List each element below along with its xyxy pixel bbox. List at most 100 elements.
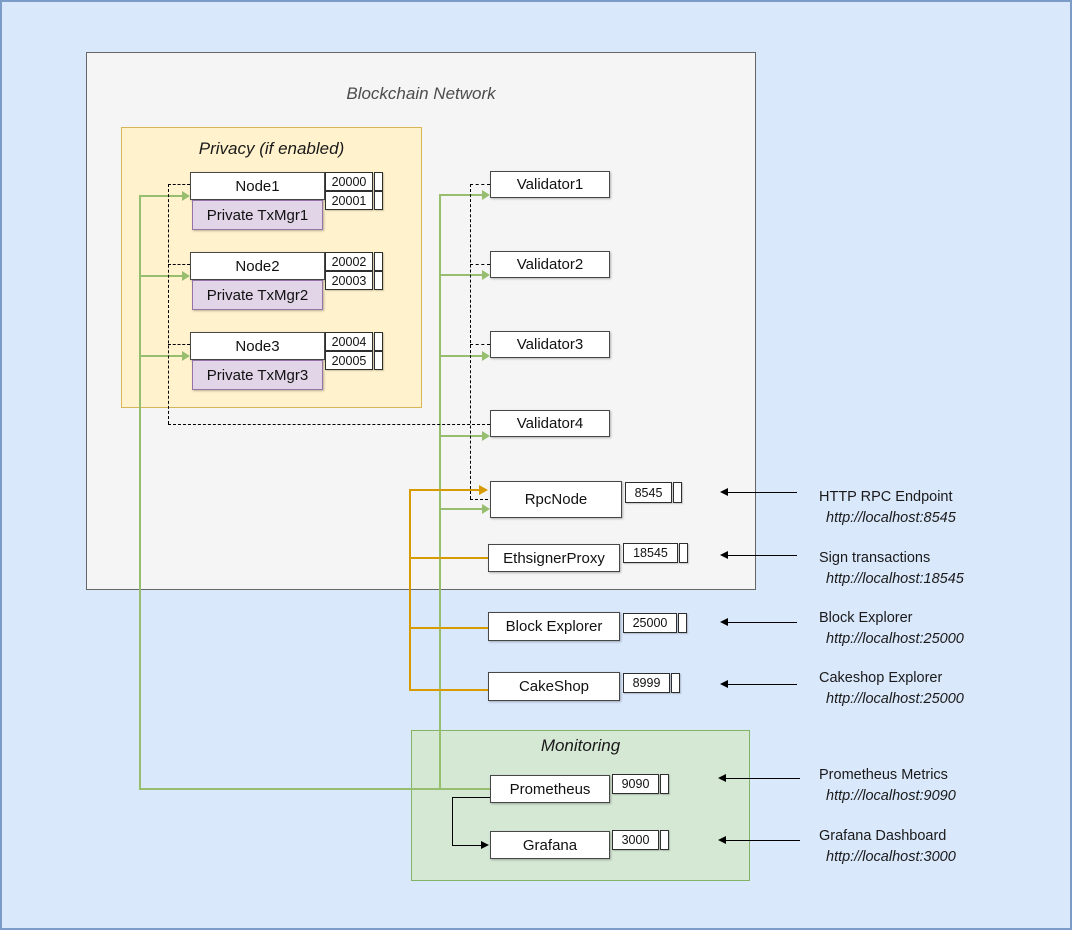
annotation-url: http://localhost:3000 — [826, 849, 956, 865]
prometheus-label: Prometheus — [509, 780, 591, 798]
validator1-label: Validator1 — [516, 176, 584, 193]
annotation-url: http://localhost:25000 — [826, 691, 964, 707]
cakeshop-label: CakeShop — [518, 678, 590, 695]
dashed-stub-node2 — [168, 264, 190, 265]
validator2-box: Validator2 — [490, 251, 610, 278]
green-link-node3 — [139, 355, 182, 357]
arrow-line-sign-transactions — [728, 555, 797, 556]
arrowhead-validator1 — [482, 190, 490, 200]
arrowhead-rpcnode-green — [482, 504, 490, 514]
validator3-box: Validator3 — [490, 331, 610, 358]
dashed-stub-node3 — [168, 344, 190, 345]
port-value: 20003 — [325, 271, 373, 290]
annotation-prometheus: Prometheus Metrics http://localhost:9090 — [819, 765, 1072, 807]
node2-port-20002: 20002 — [325, 252, 383, 271]
txmgr2-box: Private TxMgr2 — [192, 280, 323, 310]
txmgr1-label: Private TxMgr1 — [206, 206, 309, 224]
green-link-validator4 — [439, 435, 482, 437]
node3-port-20005: 20005 — [325, 351, 383, 370]
txmgr3-label: Private TxMgr3 — [206, 366, 309, 384]
port-cap — [679, 543, 688, 563]
annotation-title: HTTP RPC Endpoint — [819, 489, 953, 505]
arrow-line-grafana — [726, 840, 800, 841]
green-link-node2 — [139, 275, 182, 277]
annotation-title: Prometheus Metrics — [819, 767, 948, 783]
grafana-label: Grafana — [522, 836, 578, 854]
port-cap — [660, 830, 669, 850]
dashed-stub-node1 — [168, 184, 190, 185]
arrow-grafana — [718, 836, 726, 844]
orange-link-cakeshop — [409, 689, 488, 691]
green-link-node1 — [139, 195, 182, 197]
dashed-trunk-privacy — [168, 184, 169, 424]
arrowhead-node3 — [182, 351, 190, 361]
arrow-cakeshop — [720, 680, 728, 688]
arrow-line-cakeshop — [728, 684, 797, 685]
dashed-link-validator4 — [168, 424, 490, 425]
annotation-title: Sign transactions — [819, 550, 931, 566]
privacy-title: Privacy (if enabled) — [198, 139, 345, 158]
arrow-line-prometheus — [726, 778, 800, 779]
arrowhead-validator3 — [482, 351, 490, 361]
dashed-stub-validator2 — [470, 264, 490, 265]
block-explorer-port-25000: 25000 — [623, 613, 687, 633]
node2-port-20003: 20003 — [325, 271, 383, 290]
node1-label: Node1 — [235, 177, 280, 195]
annotation-url: http://localhost:9090 — [826, 788, 956, 804]
annotation-block-explorer: Block Explorer http://localhost:25000 — [819, 608, 1072, 650]
ethsignerproxy-box: EthsignerProxy — [488, 544, 620, 572]
orange-link-rpcnode — [409, 489, 479, 491]
port-value: 20002 — [325, 252, 373, 271]
arrowhead-node1 — [182, 191, 190, 201]
prometheus-port-9090: 9090 — [612, 774, 669, 794]
node2-label: Node2 — [235, 257, 280, 275]
arrow-line-http-rpc — [728, 492, 797, 493]
rpcnode-label: RpcNode — [524, 491, 588, 508]
port-cap — [660, 774, 669, 794]
prom-grafana-link-vertical — [452, 797, 453, 845]
annotation-grafana: Grafana Dashboard http://localhost:3000 — [819, 826, 1072, 868]
prom-grafana-link-top — [452, 797, 490, 798]
port-cap — [374, 191, 383, 210]
green-link-validator2 — [439, 274, 482, 276]
block-explorer-label: Block Explorer — [505, 618, 603, 635]
prom-grafana-link-bottom — [452, 845, 481, 846]
green-link-prometheus — [139, 788, 490, 790]
port-value: 20000 — [325, 172, 373, 191]
validator3-label: Validator3 — [516, 336, 584, 353]
port-value: 20004 — [325, 332, 373, 351]
annotation-title: Block Explorer — [819, 610, 913, 626]
ethsignerproxy-label: EthsignerProxy — [503, 549, 605, 567]
orange-link-block-explorer — [409, 627, 488, 629]
arrowhead-validator2 — [482, 270, 490, 280]
green-link-rpcnode — [439, 508, 482, 510]
port-value: 8999 — [623, 673, 670, 693]
node1-port-20000: 20000 — [325, 172, 383, 191]
ethsignerproxy-port-18545: 18545 — [623, 543, 688, 563]
port-cap — [678, 613, 687, 633]
arrow-sign-transactions — [720, 551, 728, 559]
rpcnode-box: RpcNode — [490, 481, 622, 518]
port-cap — [671, 673, 680, 693]
port-cap — [374, 351, 383, 370]
port-value: 25000 — [623, 613, 677, 633]
orange-link-ethsignerproxy — [409, 557, 488, 559]
arrow-line-block-explorer — [728, 622, 797, 623]
dashed-stub-validator3 — [470, 344, 490, 345]
txmgr3-box: Private TxMgr3 — [192, 360, 323, 390]
port-cap — [374, 271, 383, 290]
green-trunk-left — [139, 196, 141, 789]
orange-trunk — [409, 490, 411, 691]
annotation-cakeshop: Cakeshop Explorer http://localhost:25000 — [819, 668, 1072, 710]
arrowhead-rpcnode-orange — [479, 485, 488, 495]
annotation-sign-transactions: Sign transactions http://localhost:18545 — [819, 548, 1072, 590]
validator2-label: Validator2 — [516, 256, 584, 273]
port-value: 9090 — [612, 774, 659, 794]
port-cap — [374, 332, 383, 351]
port-cap — [374, 172, 383, 191]
port-value: 3000 — [612, 830, 659, 850]
node3-label: Node3 — [235, 337, 280, 355]
green-trunk-mid — [439, 195, 441, 789]
dashed-stub-rpcnode — [470, 499, 488, 500]
